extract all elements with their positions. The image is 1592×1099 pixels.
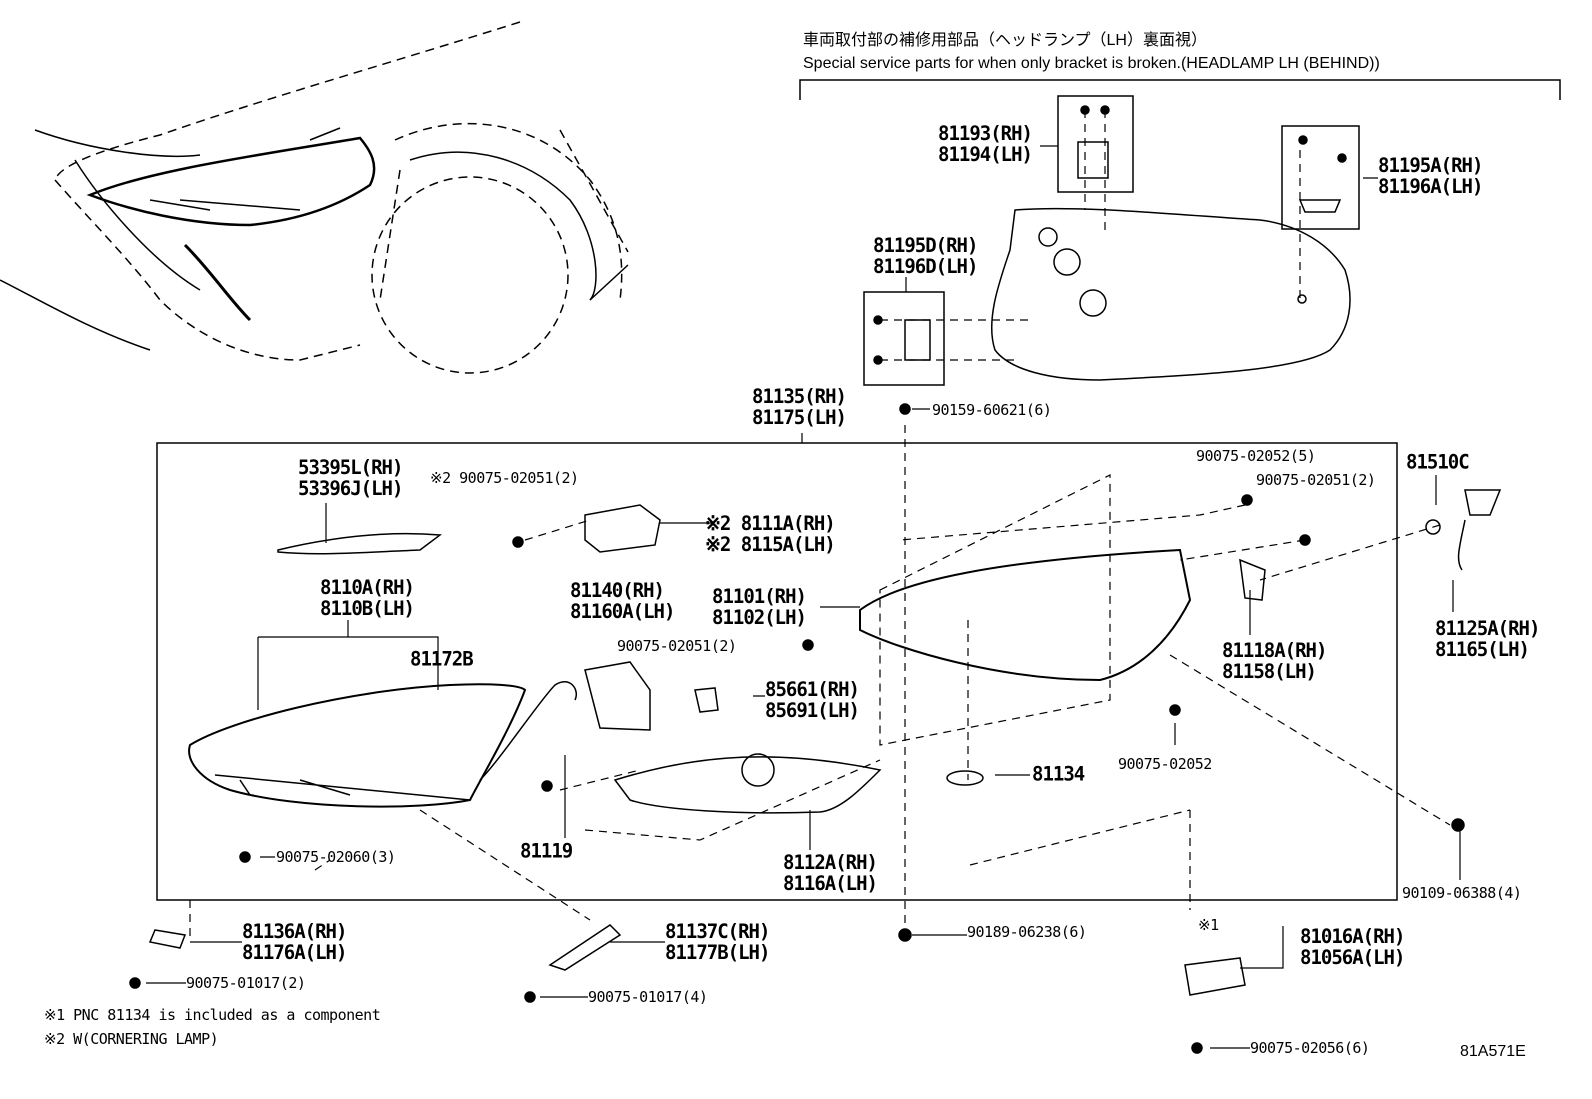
part-label-81172B: 81172B <box>410 647 474 671</box>
part-label-81195A: 81195A(RH)81196A(LH) <box>1378 153 1483 199</box>
part-label-81135: 81135(RH)81175(LH) <box>752 384 847 430</box>
diagram-code: 81A571E <box>1460 1043 1526 1060</box>
part-label-85661: 85661(RH)85691(LH) <box>765 677 860 723</box>
dashed-guides <box>189 110 1451 940</box>
part-label-81510C: 81510C <box>1406 450 1470 474</box>
part-label-81101: 81101(RH)81102(LH) <box>712 584 807 630</box>
fastener-label-90109: 90109-06388(4) <box>1402 884 1522 902</box>
header-title-en: Special service parts for when only brac… <box>803 55 1380 72</box>
part-label-8110A: 8110A(RH)8110B(LH) <box>320 575 415 621</box>
car-outline <box>0 21 629 374</box>
part-label-81136A: 81136A(RH)81176A(LH) <box>242 919 347 965</box>
header-title-jp: 車両取付部の補修用部品（ヘッドランプ（LH）裏面視） <box>803 32 1207 49</box>
headlamp-rear-view <box>991 207 1351 381</box>
part-label-8111A: ※2 8111A(RH)※2 8115A(LH) <box>705 511 836 557</box>
part-label-81137C: 81137C(RH)81177B(LH) <box>665 919 770 965</box>
part-label-53395: 53395L(RH)53396J(LH) <box>298 455 403 501</box>
part-label-81118A: 81118A(RH)81158(LH) <box>1222 638 1327 684</box>
footnote-2: ※2 W(CORNERING LAMP) <box>44 1030 219 1048</box>
part-sketches <box>148 489 1502 996</box>
part-box-81195D <box>863 291 945 386</box>
leader-lines <box>146 145 1461 1049</box>
fastener-label-02052: 90075-02052 <box>1118 755 1212 773</box>
fastener-label-01017-4: 90075-01017(4) <box>588 988 708 1006</box>
part-label-81134: 81134 <box>1032 762 1085 786</box>
fastener-label-01017-2: 90075-01017(2) <box>186 974 306 992</box>
part-box-81195A <box>1281 125 1360 230</box>
fastener-icons <box>129 105 1465 1054</box>
main-assembly-frame <box>156 442 1398 901</box>
note-mark-1: ※1 <box>1198 916 1219 934</box>
fastener-label-02056: 90075-02056(6) <box>1250 1039 1370 1057</box>
part-label-81125A: 81125A(RH)81165(LH) <box>1435 616 1540 662</box>
part-label-81140: 81140(RH)81160A(LH) <box>570 578 675 624</box>
part-label-81119: 81119 <box>520 839 573 863</box>
part-label-8112A: 8112A(RH)8116A(LH) <box>783 850 878 896</box>
part-label-81193: 81193(RH)81194(LH) <box>938 121 1033 167</box>
fastener-label-02051-top: ※2 90075-02051(2) <box>430 469 579 487</box>
part-label-81016A: 81016A(RH)81056A(LH) <box>1300 924 1405 970</box>
fastener-label-02060: 90075-02060(3) <box>276 848 396 866</box>
part-label-81195D: 81195D(RH)81196D(LH) <box>873 233 978 279</box>
fastener-label-02052-5: 90075-02052(5) <box>1196 447 1316 465</box>
section-bracket <box>799 79 1561 100</box>
fastener-label-02051-right: 90075-02051(2) <box>1256 471 1376 489</box>
fastener-label-02051-mid: 90075-02051(2) <box>617 637 737 655</box>
fastener-label-90189: 90189-06238(6) <box>967 923 1087 941</box>
footnote-1: ※1 PNC 81134 is included as a component <box>44 1006 381 1024</box>
fastener-label-90159: 90159-60621(6) <box>932 401 1052 419</box>
part-box-81193 <box>1057 95 1134 193</box>
